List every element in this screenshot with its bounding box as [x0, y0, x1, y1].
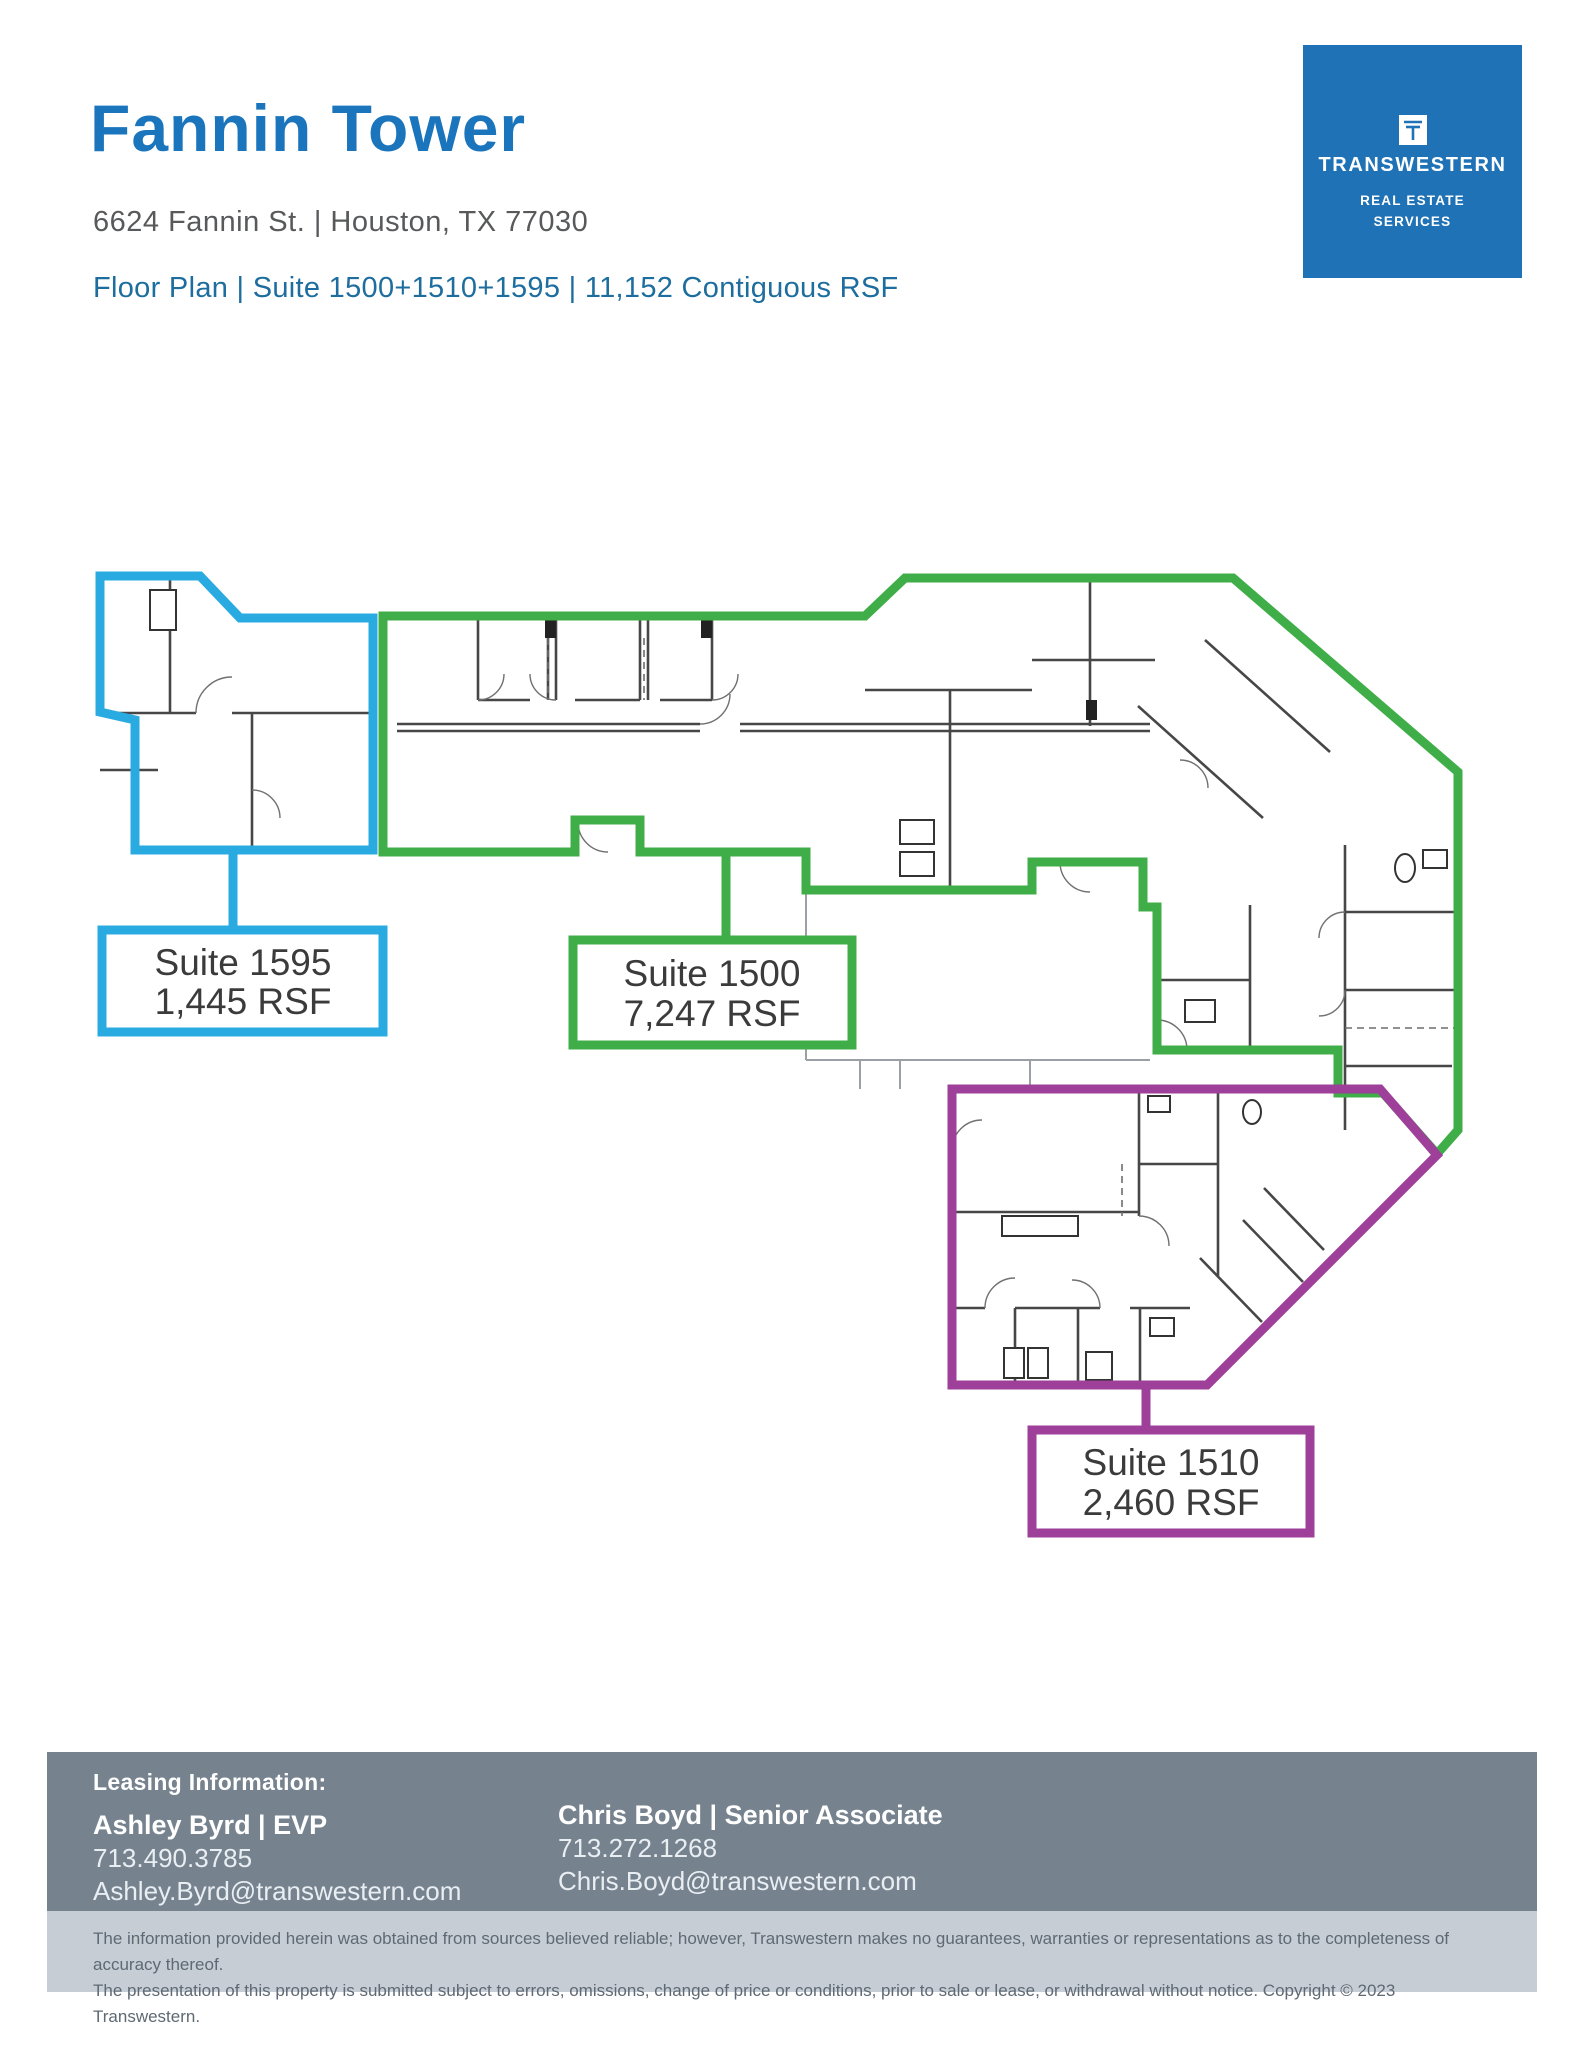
contact-phone: 713.490.3785	[93, 1843, 253, 1873]
interior-walls	[100, 576, 1455, 1385]
dashed-walls	[547, 638, 1455, 1216]
suite-1510-label-line1: Suite 1510	[1083, 1442, 1260, 1483]
suite-1500-label: Suite 1500 7,247 RSF	[568, 935, 857, 1050]
suite-1595-outline	[95, 571, 378, 855]
leasing-bar: Leasing Information: Ashley Byrd | EVP 7…	[47, 1752, 1537, 1911]
disclaimer-line2: The presentation of this property is sub…	[93, 1981, 1396, 2026]
transwestern-logo: TRANSWESTERN REAL ESTATE SERVICES	[1303, 45, 1522, 278]
suite-1500-label-line2: 7,247 RSF	[624, 993, 801, 1034]
plan-subtitle: Floor Plan | Suite 1500+1510+1595 | 11,1…	[93, 272, 899, 304]
contact-email: Ashley.Byrd@transwestern.com	[93, 1876, 462, 1906]
disclaimer-line1: The information provided herein was obta…	[93, 1929, 1450, 1974]
suite-1595-label: Suite 1595 1,445 RSF	[97, 925, 388, 1037]
page-title: Fannin Tower	[90, 91, 527, 165]
transwestern-t-icon	[1398, 115, 1427, 145]
suite-1595-label-line1: Suite 1595	[155, 942, 332, 983]
door-frame-marks	[545, 616, 1097, 720]
suite-1500-label-line1: Suite 1500	[624, 953, 801, 994]
logo-tagline-line2: SERVICES	[1373, 214, 1452, 229]
suite-1510-label-box	[1027, 1425, 1315, 1538]
suite-1510-label-line2: 2,460 RSF	[1083, 1482, 1260, 1523]
contact-name-title: Chris Boyd | Senior Associate	[558, 1800, 943, 1830]
contact-ashley-byrd: Ashley Byrd | EVP 713.490.3785 Ashley.By…	[93, 1809, 461, 1908]
logo-tagline-line1: REAL ESTATE	[1360, 193, 1465, 208]
suite-1500-outline	[378, 573, 1463, 1161]
suite-1595-label-line2: 1,445 RSF	[155, 981, 332, 1022]
suite-1595-label-box	[97, 925, 388, 1037]
leasing-heading: Leasing Information:	[93, 1769, 327, 1795]
property-address: 6624 Fannin St. | Houston, TX 77030	[93, 206, 589, 238]
common-area-walls	[805, 892, 1150, 1089]
door-arcs	[195, 673, 1346, 1309]
logo-wordmark: TRANSWESTERN	[1318, 154, 1507, 176]
disclaimer-bar: The information provided herein was obta…	[47, 1911, 1537, 2026]
contact-phone: 713.272.1268	[558, 1833, 718, 1863]
suite-1510-label: Suite 1510 2,460 RSF	[1027, 1425, 1315, 1538]
contact-name-title: Ashley Byrd | EVP	[93, 1810, 328, 1840]
contact-chris-boyd: Chris Boyd | Senior Associate 713.272.12…	[558, 1799, 943, 1898]
fixtures	[149, 589, 1448, 1381]
suite-1510-outline	[947, 1084, 1444, 1390]
contact-email: Chris.Boyd@transwestern.com	[558, 1866, 917, 1896]
suite-1500-label-box	[568, 935, 857, 1050]
logo-tagline: REAL ESTATE SERVICES	[1303, 190, 1522, 232]
